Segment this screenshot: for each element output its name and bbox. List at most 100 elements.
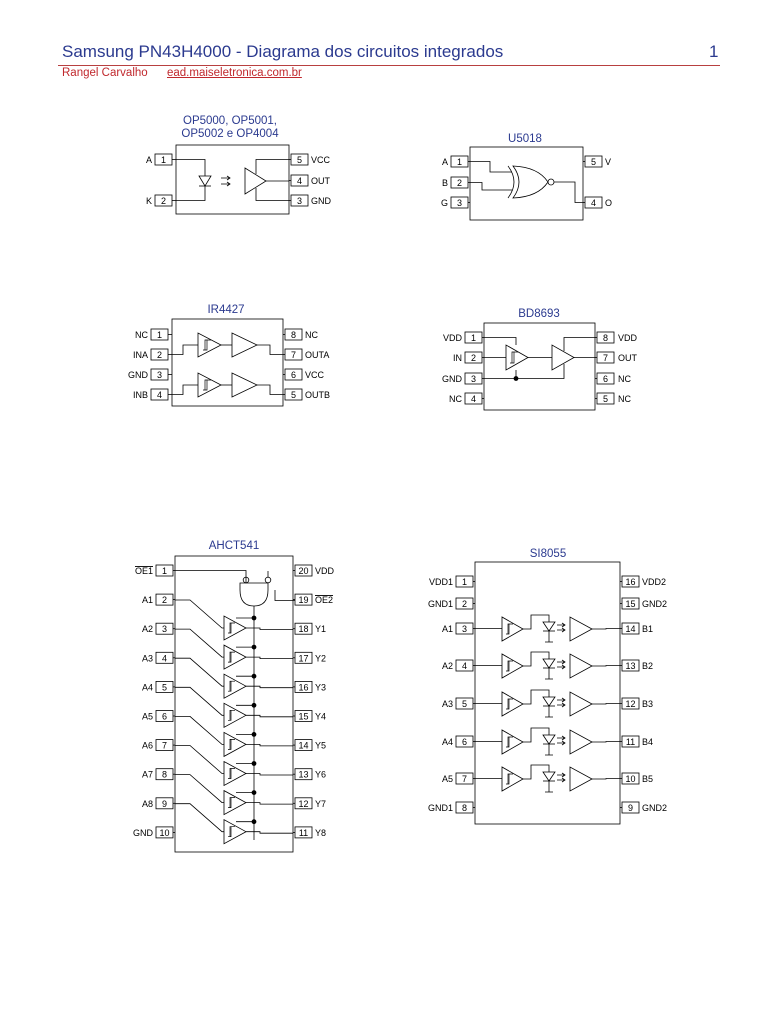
pin-label: VCC bbox=[305, 370, 325, 380]
schmitt-buffer-icon bbox=[223, 644, 247, 670]
pin-num: 5 bbox=[291, 390, 296, 400]
pin-label: VDD bbox=[315, 566, 335, 576]
pin-num: 4 bbox=[162, 653, 167, 663]
pin-num: 5 bbox=[162, 682, 167, 692]
pin-label: A3 bbox=[142, 653, 153, 663]
pin-num: 2 bbox=[462, 599, 467, 609]
led-icon bbox=[542, 771, 556, 782]
pin-num: 5 bbox=[297, 155, 302, 165]
pin-label: A5 bbox=[142, 712, 153, 722]
pin-num: 6 bbox=[291, 370, 296, 380]
chip-ahct541-title: AHCT541 bbox=[209, 540, 260, 552]
pin-label: NC bbox=[449, 394, 462, 404]
pin-num: 17 bbox=[298, 653, 308, 663]
pin-label: O bbox=[605, 198, 612, 208]
pin-label: B5 bbox=[642, 774, 653, 784]
pin-num: 11 bbox=[626, 737, 635, 747]
pin-label: A8 bbox=[142, 799, 153, 809]
pin-num: 2 bbox=[162, 595, 167, 605]
chip-op5000-title-line2: OP5002 e OP4004 bbox=[181, 128, 279, 140]
schmitt-buffer-icon bbox=[505, 344, 529, 371]
pin-label: INB bbox=[133, 390, 148, 400]
pin-num: 4 bbox=[462, 661, 467, 671]
pin-label: GND bbox=[311, 196, 332, 206]
author-name: Rangel Carvalho bbox=[62, 67, 148, 79]
pin-label: OE2 bbox=[315, 595, 333, 605]
pin-label: GND1 bbox=[428, 599, 453, 609]
pin-label: VDD1 bbox=[429, 577, 453, 587]
pin-label: OUTB bbox=[305, 390, 330, 400]
schmitt-buffer-icon bbox=[223, 702, 247, 728]
pin-label: VDD bbox=[443, 333, 463, 343]
pin-label: NC bbox=[305, 330, 318, 340]
pin-label: Y5 bbox=[315, 741, 326, 751]
pin-num: 9 bbox=[628, 803, 633, 813]
pin-label: V bbox=[605, 157, 611, 167]
pin-num: 4 bbox=[471, 394, 476, 404]
pin-label: VDD2 bbox=[642, 577, 666, 587]
chip-bd8693: BD8693 1 2 3 4 VDD IN GND NC 8 7 6 5 VDD… bbox=[442, 308, 638, 411]
pin-num: 9 bbox=[162, 799, 167, 809]
chip-si8055-title: SI8055 bbox=[530, 548, 566, 560]
pin-num: 1 bbox=[161, 155, 166, 165]
schmitt-buffer-icon bbox=[501, 766, 524, 792]
schmitt-buffer-icon bbox=[223, 731, 247, 758]
pin-num: 8 bbox=[162, 770, 167, 780]
pin-num: 2 bbox=[161, 196, 166, 206]
pin-label: OE1 bbox=[135, 566, 153, 576]
nand-gate-icon bbox=[239, 582, 269, 607]
pin-num: 18 bbox=[298, 624, 308, 634]
pin-label: A7 bbox=[142, 770, 153, 780]
pin-label: B4 bbox=[642, 737, 653, 747]
chip-ahct541-body bbox=[174, 555, 294, 853]
pin-num: 3 bbox=[457, 198, 462, 208]
pin-num: 5 bbox=[603, 394, 608, 404]
pin-num: 12 bbox=[625, 699, 635, 709]
pin-num: 7 bbox=[291, 350, 296, 360]
page-number: 1 bbox=[709, 42, 719, 61]
schmitt-buffer-icon bbox=[501, 729, 524, 755]
pin-num: 6 bbox=[603, 374, 608, 384]
pin-num: 2 bbox=[457, 178, 462, 188]
pin-label: GND bbox=[442, 374, 463, 384]
pin-num: 7 bbox=[603, 353, 608, 363]
pin-num: 5 bbox=[462, 699, 467, 709]
pin-num: 10 bbox=[159, 828, 169, 838]
buffer-icon bbox=[569, 766, 593, 792]
pin-label: VDD bbox=[618, 333, 638, 343]
pin-label: Y2 bbox=[315, 653, 326, 663]
pin-label: GND1 bbox=[428, 803, 453, 813]
pin-label: A6 bbox=[142, 741, 153, 751]
chip-u5018: U5018 1 2 3 A B G 5 4 V O bbox=[441, 133, 612, 221]
pin-label: A5 bbox=[442, 774, 453, 784]
pin-label: B2 bbox=[642, 661, 653, 671]
pin-label: Y3 bbox=[315, 682, 326, 692]
pin-label: A bbox=[442, 157, 448, 167]
buffer-icon bbox=[551, 344, 575, 371]
chip-op5000-title-line1: OP5000, OP5001, bbox=[183, 115, 277, 127]
chip-si8055-body bbox=[474, 561, 621, 825]
buffer-icon bbox=[231, 372, 258, 398]
website-link[interactable]: ead.maiseletronica.com.br bbox=[167, 67, 302, 79]
pin-num: 12 bbox=[298, 799, 308, 809]
pin-label: A2 bbox=[142, 624, 153, 634]
pin-num: 16 bbox=[298, 682, 308, 692]
pin-num: 4 bbox=[591, 198, 596, 208]
pin-label: A1 bbox=[142, 595, 153, 605]
pin-num: 3 bbox=[162, 624, 167, 634]
pin-label: INA bbox=[133, 350, 148, 360]
chip-bd8693-body bbox=[483, 322, 596, 411]
led-icon bbox=[542, 696, 556, 707]
pin-label: GND2 bbox=[642, 599, 667, 609]
pin-num: 13 bbox=[625, 661, 635, 671]
buffer-icon bbox=[569, 653, 593, 679]
pin-label: Y1 bbox=[315, 624, 326, 634]
pin-num: 11 bbox=[299, 828, 308, 838]
schmitt-buffer-icon bbox=[501, 653, 524, 679]
pin-label: G bbox=[441, 198, 448, 208]
pin-num: 1 bbox=[462, 577, 467, 587]
buffer-icon bbox=[569, 616, 593, 642]
chip-ir4427-body bbox=[171, 318, 284, 407]
pin-num: 1 bbox=[162, 566, 167, 576]
